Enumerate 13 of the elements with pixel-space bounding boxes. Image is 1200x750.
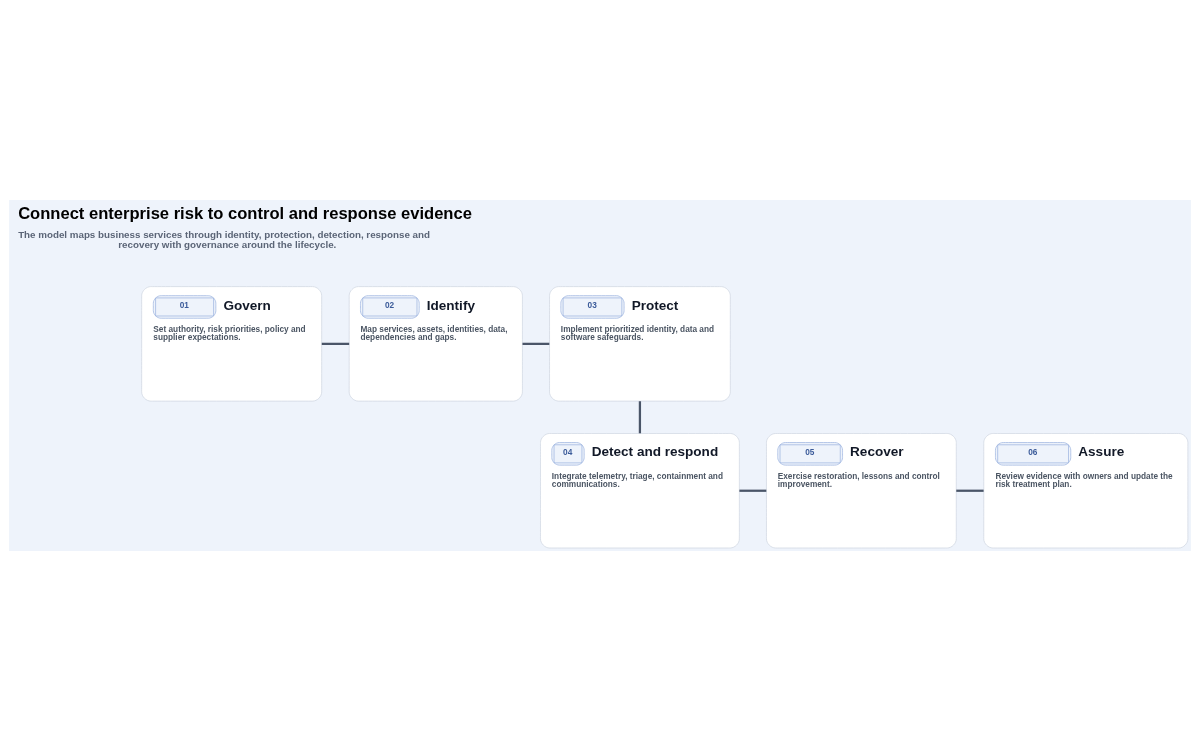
node-box: 02 Identify Map services, assets, identities, data, dependencies and gaps. [348, 285, 523, 401]
diagram-title: Connect enterprise risk to control and response evidence [18, 203, 472, 223]
node-box: 01 Govern Set authority, risk priorities, policy and supplier expectations. [141, 285, 323, 401]
connector [638, 400, 642, 433]
connector [522, 342, 550, 345]
connector [956, 489, 984, 492]
node-box: 04 Detect and respond Integrate telemetry, triage, containment and communications. [540, 432, 740, 548]
node-box: 06 Assure Review evidence with owners and update the risk treatment plan. [983, 432, 1189, 548]
connector [321, 342, 350, 345]
node-box: 03 Protect Implement prioritized identity, data and software safeguards. [549, 285, 731, 401]
node-box: 05 Recover Exercise restoration, lessons and control improvement. [766, 432, 957, 548]
connector [739, 489, 767, 492]
label: The model maps business services through identity, protection, detection, response and recovery with governance around the lifecycle. [18, 228, 430, 250]
